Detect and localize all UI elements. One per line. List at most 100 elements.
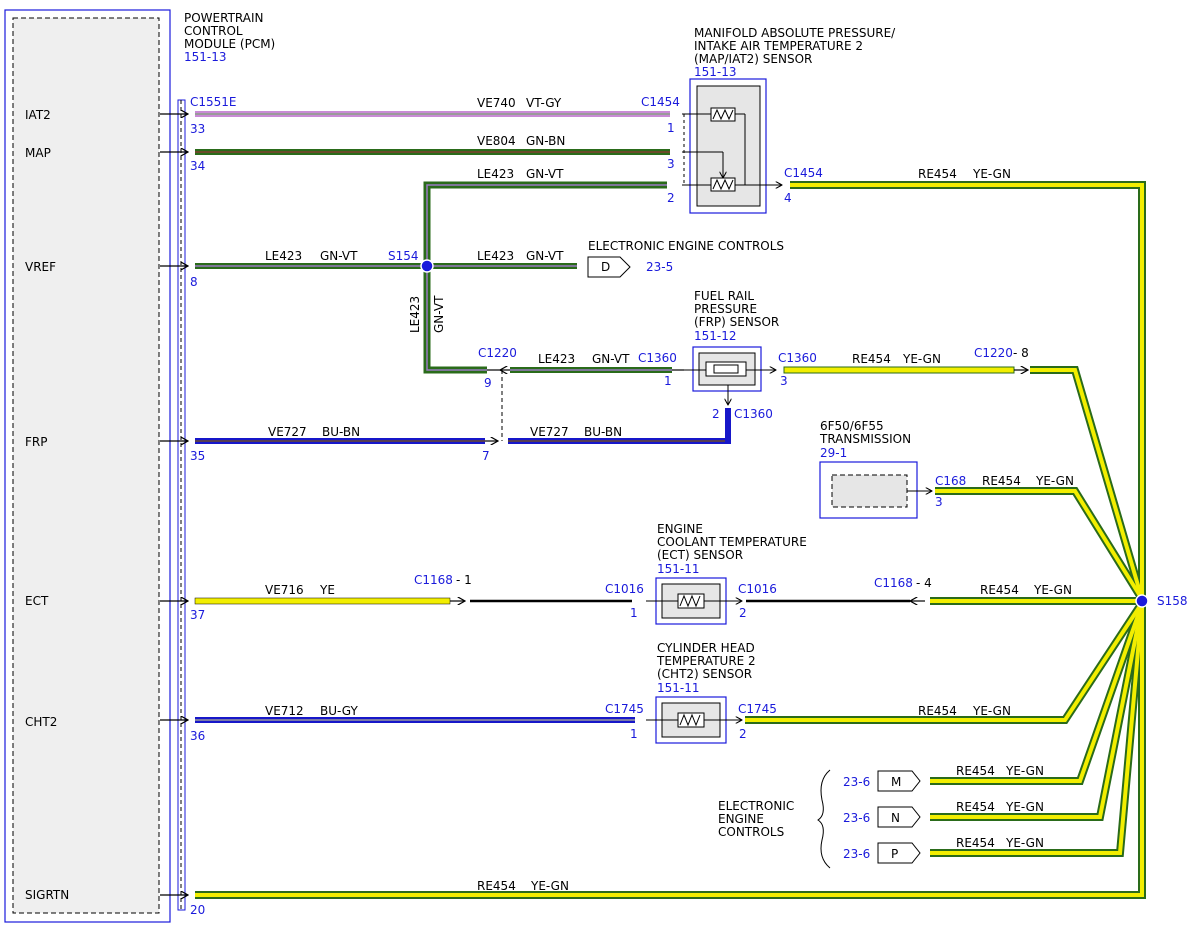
pcm-inner-box (12, 17, 160, 914)
map-sensor-pin-1: 1 (667, 121, 675, 135)
wire-vref-left-color: GN-VT (320, 249, 358, 263)
pcm-connector-label: C1551E (190, 95, 237, 109)
wire-frp-vref (510, 367, 672, 373)
splice-s154 (420, 259, 434, 273)
ect-title-line2: COOLANT TEMPERATURE (657, 535, 807, 549)
wire-ret-frp-circuit: RE454 (852, 352, 891, 366)
wire-map-circuit: VE804 (477, 134, 516, 148)
wire-vref-top-color: GN-VT (526, 167, 564, 181)
map-iat2-zigzag-icon (712, 108, 734, 121)
c1168-right-pin: - 4 (916, 576, 932, 590)
ect-title-line3: (ECT) SENSOR (657, 548, 743, 562)
wire-vref-top-circuit: LE423 (477, 167, 514, 181)
wire-frp-signal-right (508, 408, 731, 444)
map-sensor-pin-2: 2 (667, 191, 675, 205)
wire-vref-right (427, 263, 577, 269)
eec-ref-label: ELECTRONIC ENGINE CONTROLS (588, 239, 784, 253)
cht2-title-line2: TEMPERATURE 2 (656, 654, 756, 668)
pcm-pin-num-36: 36 (190, 729, 205, 743)
map-sensor-title-line1: MANIFOLD ABSOLUTE PRESSURE/ (694, 26, 896, 40)
map-sensor-connector-top: C1454 (641, 95, 680, 109)
c1220-pin-9: 9 (484, 376, 492, 390)
wire-frp-signal-left (195, 438, 485, 444)
eec-m-ref: 23-6 (843, 775, 870, 789)
pcm-pin-num-8: 8 (190, 275, 198, 289)
eec-group: ELECTRONIC ENGINE CONTROLS 23-6 M 23-6 N… (718, 769, 921, 869)
wire-sigrtn-circuit: RE454 (477, 879, 516, 893)
cht2-pin-2: 2 (739, 727, 747, 741)
map-sensor-body (696, 85, 761, 207)
wire-vref-right-circuit: LE423 (477, 249, 514, 263)
trans-ref: 29-1 (820, 446, 847, 460)
trans-pin: 3 (935, 495, 943, 509)
map-iat2-sensor: MANIFOLD ABSOLUTE PRESSURE/ INTAKE AIR T… (641, 26, 896, 214)
pcm-title-line1: POWERTRAIN (184, 11, 264, 25)
trans-body (831, 474, 908, 508)
map-sensor-ref: 151-13 (694, 65, 737, 79)
cht2-pin-1: 1 (630, 727, 638, 741)
ect-sensor: ENGINE COOLANT TEMPERATURE (ECT) SENSOR … (414, 522, 932, 625)
wire-ret-ect-circuit: RE454 (980, 583, 1019, 597)
map-sensor-pin-4: 4 (784, 191, 792, 205)
eec-reference-d: ELECTRONIC ENGINE CONTROLS D 23-5 (587, 239, 784, 278)
wire-ret-m-color: YE-GN (1005, 764, 1044, 778)
pcm-pin-ect: ECT (25, 594, 49, 608)
map-sensor-title-line3: (MAP/IAT2) SENSOR (694, 52, 812, 66)
eec-p-letter: P (891, 847, 898, 861)
wire-frp-vref-circuit: LE423 (538, 352, 575, 366)
eec-group-label-line3: CONTROLS (718, 825, 784, 839)
inline-connector-arrows (450, 370, 1028, 601)
pcm-pin-num-33: 33 (190, 122, 205, 136)
cht2-connector-left: C1745 (605, 702, 644, 716)
wire-sigrtn-color: YE-GN (530, 879, 569, 893)
splice-s158 (1135, 594, 1149, 608)
pcm-outer-border (4, 9, 171, 923)
wire-ret-cht2-color: YE-GN (972, 704, 1011, 718)
eec-group-label-line2: ENGINE (718, 812, 764, 826)
wire-ect-circuit: VE716 (265, 583, 304, 597)
wire-ect-color: YE (319, 583, 335, 597)
c1220-label: C1220 (478, 346, 517, 360)
c1220-connector: C1220 9 7 C1220 - 8 (478, 346, 1029, 463)
wire-vref-left (195, 263, 427, 269)
eec-m-connector (877, 770, 921, 792)
trans-title-line2: TRANSMISSION (819, 432, 911, 446)
ect-ref: 151-11 (657, 562, 700, 576)
wire-map-color: GN-BN (526, 134, 565, 148)
map-sensor-title-line2: INTAKE AIR TEMPERATURE 2 (694, 39, 863, 53)
c1168-right-label: C1168 (874, 576, 913, 590)
pcm-pin-num-20: 20 (190, 903, 205, 917)
splice-s158-label: S158 (1157, 594, 1188, 608)
pcm-pin-num-35: 35 (190, 449, 205, 463)
eec-n-letter: N (891, 811, 900, 825)
wire-vref-right-color: GN-VT (526, 249, 564, 263)
splice-s154-label: S154 (388, 249, 419, 263)
wire-iat2-color: VT-GY (526, 96, 562, 110)
cht2-title-line1: CYLINDER HEAD (657, 641, 755, 655)
eec-n-ref: 23-6 (843, 811, 870, 825)
ect-pin-2: 2 (739, 606, 747, 620)
wire-frp-right-circuit: VE727 (530, 425, 569, 439)
frp-pin-3: 3 (780, 374, 788, 388)
eec-ref-connector-d (587, 256, 631, 278)
wire-frp-left-color: BU-BN (322, 425, 360, 439)
c1220-pin-7: 7 (482, 449, 490, 463)
c1220-right-label: C1220 (974, 346, 1013, 360)
cht2-ref: 151-11 (657, 681, 700, 695)
pcm-pin-num-37: 37 (190, 608, 205, 622)
wire-ret-trans-circuit: RE454 (982, 474, 1021, 488)
frp-title-line3: (FRP) SENSOR (694, 315, 779, 329)
wire-ret-p-color: YE-GN (1005, 836, 1044, 850)
wire-ret-map-color: YE-GN (972, 167, 1011, 181)
pcm-title-line3: MODULE (PCM) (184, 37, 275, 51)
eec-n-connector (877, 806, 921, 828)
wire-vref-top (423, 181, 667, 367)
wire-cht2-color: BU-GY (320, 704, 358, 718)
wire-vref-to-frp (423, 266, 487, 374)
frp-connector-left: C1360 (638, 351, 677, 365)
pcm-title-line2: CONTROL (184, 24, 243, 38)
frp-pin-1: 1 (664, 374, 672, 388)
frp-ref: 151-12 (694, 329, 737, 343)
wire-ret-trans-color: YE-GN (1035, 474, 1074, 488)
wire-iat2-circuit: VE740 (477, 96, 516, 110)
